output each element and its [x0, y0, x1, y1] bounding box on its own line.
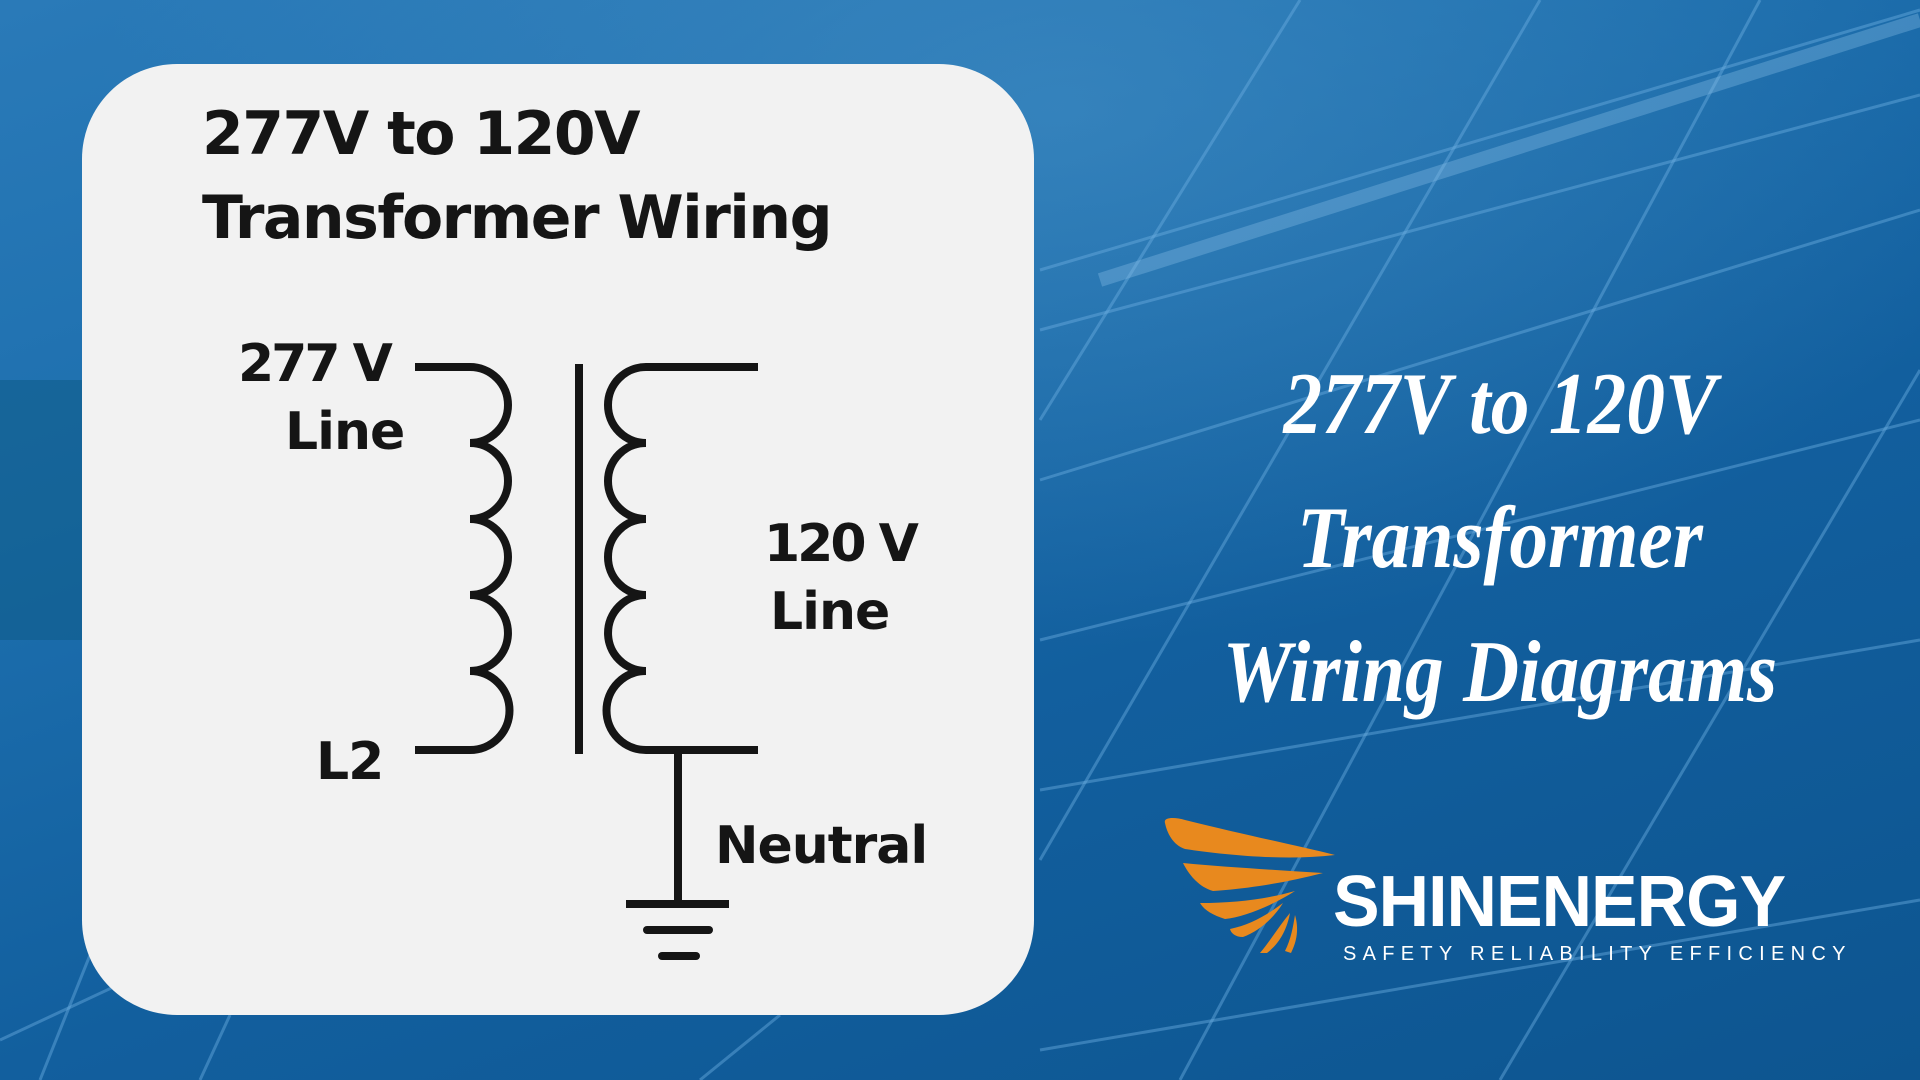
secondary-winding — [602, 363, 758, 754]
card-title-line2: Transformer Wiring — [202, 183, 833, 253]
primary-line-label: Line — [285, 402, 405, 462]
primary-winding — [415, 363, 514, 754]
headline-line1: 277V to 120V — [1283, 356, 1717, 453]
diagram-card: 277V to 120V Transformer Wiring — [82, 64, 1034, 1015]
brand-name: SHINENERGY — [1333, 862, 1786, 942]
headline-line3: Wiring Diagrams — [1222, 624, 1778, 721]
secondary-voltage-label: 120 V — [764, 514, 919, 574]
card-title: 277V to 120V Transformer Wiring — [202, 92, 833, 260]
headline-line2: Transformer — [1297, 490, 1703, 587]
ground-icon — [626, 900, 729, 960]
l2-label: L2 — [316, 732, 384, 792]
secondary-line-label: Line — [770, 582, 890, 642]
neutral-label: Neutral — [715, 816, 928, 876]
brand-tagline: SAFETY RELIABILITY EFFICIENCY — [1343, 943, 1852, 965]
headline: 277V to 120V Transformer Wiring Diagrams — [1130, 338, 1869, 740]
primary-voltage-label: 277 V — [238, 334, 393, 394]
wing-icon — [1164, 818, 1335, 953]
card-title-line1: 277V to 120V — [202, 99, 641, 169]
